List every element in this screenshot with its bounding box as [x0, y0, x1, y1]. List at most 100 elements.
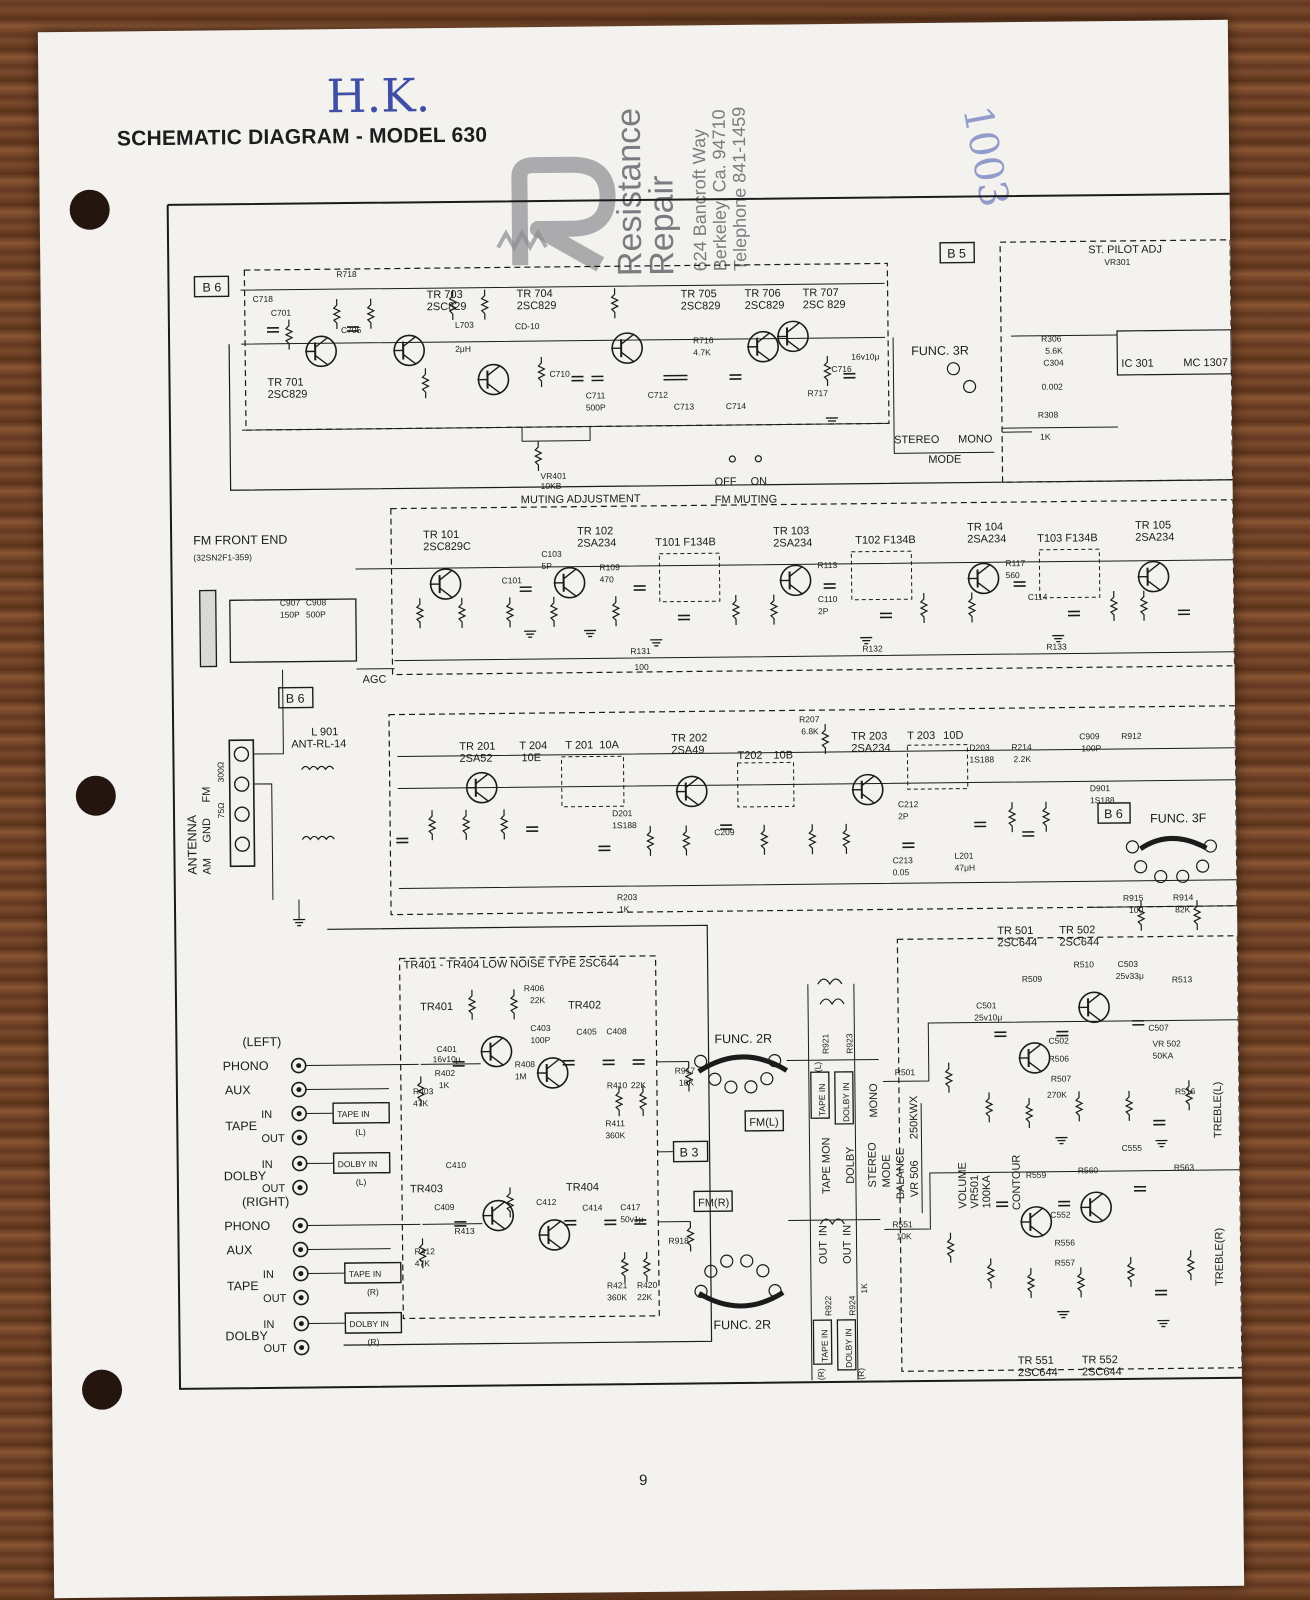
part-label: 16v10μ	[851, 351, 879, 361]
antenna-300ohm: 300Ω	[215, 762, 225, 783]
part-label: VR 502	[1152, 1038, 1181, 1048]
stereo-label: STEREO	[894, 434, 940, 446]
dolby-left-out: OUT	[262, 1183, 286, 1195]
tr203-type: 2SA234	[851, 742, 890, 754]
part-label: 270K	[1047, 1090, 1067, 1100]
part-label: 25v33μ	[1116, 971, 1144, 981]
tr501-label: TR 501	[997, 925, 1033, 937]
part-label: 1K	[439, 1080, 450, 1090]
fm-muting-off: OFF	[715, 476, 737, 488]
part-label: C114	[1028, 592, 1048, 602]
part-label: C552	[1050, 1210, 1071, 1220]
part-label: 500P	[306, 609, 326, 619]
t102-label: T102 F134B	[855, 534, 916, 547]
part-label: 150P	[280, 610, 300, 620]
fm-right-box: FM(R)	[698, 1197, 729, 1209]
tape-in-left-box: TAPE IN	[337, 1109, 370, 1119]
vr506-label: VR 506	[909, 1160, 921, 1197]
tr705-symbol	[610, 331, 644, 365]
t204-type: 10E	[521, 752, 541, 764]
part-label: D201	[612, 808, 633, 818]
tm-out-label: OUT	[818, 1241, 830, 1265]
tr102-symbol	[552, 566, 586, 599]
tr551-symbol	[1019, 1205, 1053, 1239]
part-label: 22K	[530, 995, 546, 1005]
part-label: C501	[976, 1000, 997, 1010]
part-label: R403	[413, 1086, 434, 1096]
tm-in-label-2: IN	[841, 1225, 853, 1236]
part-label: 16v10μ	[433, 1054, 461, 1064]
vr401-value: 10KB	[541, 481, 562, 491]
part-label: C412	[536, 1197, 557, 1207]
part-label: C403	[530, 1023, 551, 1033]
tone-control-section: TR 501 2SC644 TR 502 2SC644 TR 551 2SC64…	[882, 924, 1243, 1379]
part-label: C507	[1148, 1022, 1169, 1032]
stamp-logo-icon	[496, 156, 616, 272]
part-label: R214	[1011, 742, 1032, 752]
tm-tape-in-top: TAPE IN	[817, 1084, 827, 1117]
part-label: R420	[637, 1280, 658, 1290]
part-label: C712	[648, 390, 669, 400]
tm-dolby-in-bottom: DOLBY IN	[843, 1328, 853, 1368]
tr552-label: TR 552	[1082, 1354, 1118, 1366]
part-label: 560	[1006, 570, 1021, 580]
part-label: C304	[1043, 358, 1064, 368]
func-2r-bottom-label: FUNC. 2R	[713, 1318, 771, 1333]
r914-value: 82K	[1175, 904, 1191, 914]
tr203-label: TR 203	[851, 730, 887, 742]
fm-if-ref: B 6	[202, 280, 221, 294]
part-label: C213	[892, 855, 913, 865]
part-label: R421	[607, 1280, 628, 1290]
part-label: C417	[620, 1202, 641, 1212]
tr104-label: TR 104	[967, 521, 1003, 533]
part-label: D203	[969, 742, 990, 752]
tr707-label: TR 707	[803, 287, 839, 299]
vr501-value: 100KA	[981, 1175, 993, 1209]
antenna-gnd: GND	[201, 818, 213, 843]
repair-stamp: Resistance Repair 624 Bancroft Way Berke…	[38, 20, 1228, 276]
part-label: C410	[446, 1160, 467, 1170]
tm-right-ch: (R)	[816, 1368, 826, 1380]
fm-if-ref-box	[193, 275, 230, 298]
func-3r-label: FUNC. 3R	[911, 344, 969, 359]
phono-preamp-header: TR401 - TR404 LOW NOISE TYPE 2SC644	[404, 957, 620, 971]
phono-left-jack-icon	[290, 1057, 307, 1074]
part-label: 22K	[637, 1292, 653, 1302]
tr103-symbol	[778, 564, 812, 597]
part-label: R131	[630, 646, 651, 656]
part-label: C718	[253, 294, 274, 304]
fm-muting-label: FM MUTING	[715, 494, 777, 507]
part-label: C408	[606, 1026, 627, 1036]
tape-in-left-jack-icon	[291, 1105, 308, 1122]
part-label: C110	[818, 594, 838, 604]
part-label: C716	[831, 364, 852, 374]
part-label: R551	[892, 1219, 913, 1229]
fm-if-box	[243, 262, 890, 431]
tape-right-label: TAPE	[227, 1279, 259, 1293]
part-label: 4.7K	[693, 347, 711, 357]
part-label: R516	[1175, 1086, 1196, 1096]
part-label: R109	[599, 562, 620, 572]
tr552-symbol	[1079, 1191, 1113, 1224]
part-label: D901	[1090, 783, 1111, 793]
part-label: R413	[454, 1226, 475, 1236]
aux-right-jack-icon	[292, 1241, 309, 1258]
part-label: 2.2K	[1013, 754, 1031, 764]
am-section: ANTENNA AM GND FM 75Ω 300Ω L 901 ANT-RL-…	[185, 669, 1238, 932]
part-label: 6.8K	[801, 726, 819, 736]
antenna-fm: FM	[201, 787, 213, 803]
dolby-left-label: DOLBY	[224, 1169, 267, 1183]
fm-front-end-ref: B 6	[286, 692, 305, 706]
part-label: R513	[1172, 974, 1193, 984]
part-label: R716	[693, 335, 714, 345]
tr102-type: 2SA234	[577, 537, 616, 549]
tr704-type: 2SC829	[517, 300, 557, 312]
tr703-symbol	[392, 334, 426, 367]
part-label: C409	[434, 1202, 455, 1212]
part-label: R918	[668, 1236, 689, 1246]
part-label: 360K	[607, 1292, 627, 1302]
tr201-type: 2SA52	[459, 753, 492, 765]
part-label: R410	[607, 1080, 628, 1090]
tr707-type: 2SC 829	[803, 299, 846, 311]
tr402-label: TR402	[568, 999, 601, 1011]
